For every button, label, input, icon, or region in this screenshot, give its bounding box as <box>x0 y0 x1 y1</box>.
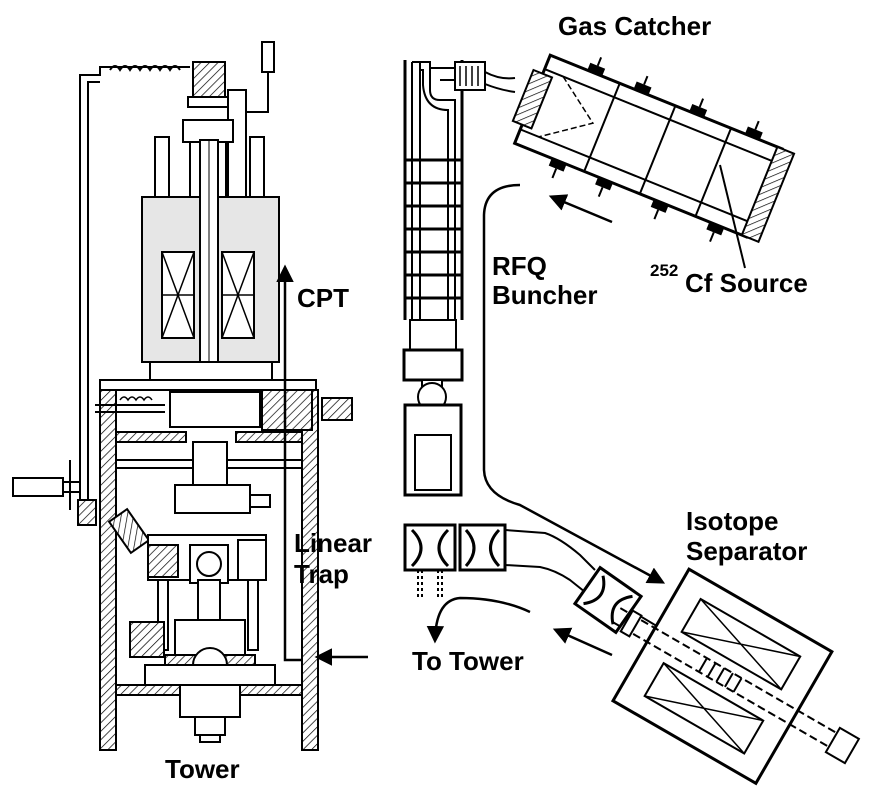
label-linear: Linear <box>294 528 372 558</box>
arrow-to-tower <box>426 596 531 644</box>
label-cf-source: Cf Source <box>685 268 808 298</box>
rfq-buncher-apparatus <box>402 60 661 635</box>
beam-path-arrows <box>276 183 666 666</box>
label-buncher: Buncher <box>492 280 597 310</box>
arrow-from-separator <box>552 627 613 657</box>
label-to-tower: To Tower <box>412 646 524 676</box>
label-trap: Trap <box>294 559 349 589</box>
isotope-separator-apparatus <box>610 567 861 786</box>
label-cpt: CPT <box>297 283 349 313</box>
cf-source-leader <box>719 164 746 269</box>
label-tower: Tower <box>165 754 240 784</box>
tower-apparatus <box>12 41 353 751</box>
label-gas-catcher: Gas Catcher <box>558 11 711 41</box>
arrow-into-gas-catcher <box>548 194 613 224</box>
label-separator: Separator <box>686 536 807 566</box>
arrow-up-to-cpt <box>276 264 303 662</box>
gas-catcher-apparatus <box>511 53 796 244</box>
label-cf-superscript: 252 <box>650 261 678 280</box>
label-rfq: RFQ <box>492 251 547 281</box>
label-isotope: Isotope <box>686 506 778 536</box>
arrow-rfq-to-separator <box>482 183 666 584</box>
